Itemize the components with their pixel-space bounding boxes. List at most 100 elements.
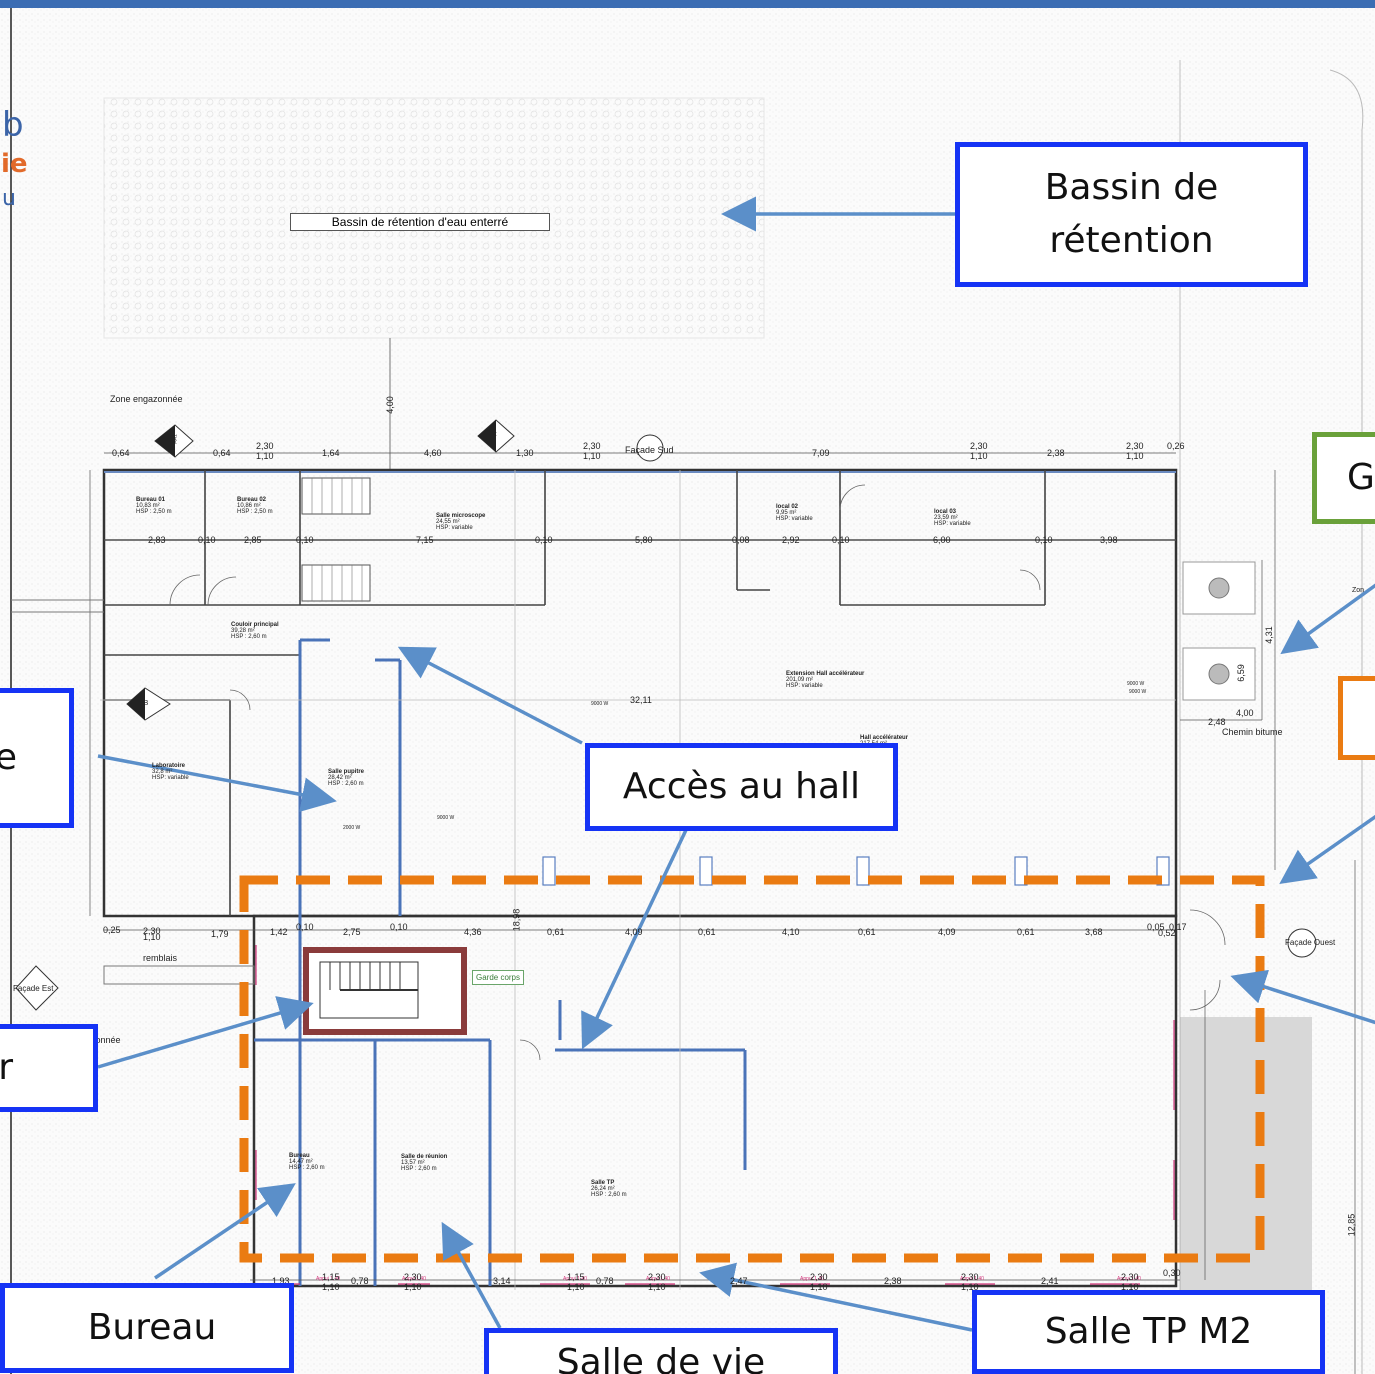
logo-fragment-2: ie (1, 149, 28, 179)
dimension-label: 1,10 (143, 932, 161, 942)
slide-top-bar (0, 0, 1375, 8)
dimension-label: 1,10 (322, 1282, 340, 1292)
zone-right-label: Zon (1352, 587, 1365, 594)
room-name: Laboratoire (152, 763, 186, 769)
dimension-label: 4,09 (938, 927, 956, 937)
dimension-label: 1,10 (583, 451, 601, 461)
room-area: 201,09 m² (786, 677, 814, 683)
dimension-label: 0,52 (1158, 928, 1176, 938)
dimension-label: 2,30 (143, 926, 161, 936)
extension-dashed-outline (239, 875, 1265, 1263)
dimension-label: 4,60 (424, 448, 442, 458)
room-area: 28,42 m² (328, 775, 352, 781)
logo-fragment-3: u (2, 186, 16, 211)
room-hsp: HSP : 2,60 m (328, 781, 364, 787)
dimension-label: 1,15 (567, 1272, 585, 1282)
dimension-label: 0,10 (1035, 535, 1053, 545)
room-name: Salle microscope (436, 513, 486, 519)
callout-left-top: e (0, 688, 74, 828)
dimension-label: 1,30 (516, 448, 534, 458)
facade-ouest-label: Façade Ouest (1285, 938, 1336, 947)
dimension-label: 2,48 (1208, 717, 1226, 727)
power-label: 9000 W (437, 815, 455, 821)
room-hsp: HSP: variable (152, 775, 189, 781)
dimension-label: 0,05 (1147, 922, 1165, 932)
room-name: Bureau 02 (237, 497, 267, 503)
room-hsp: HSP : 2,60 m (289, 1165, 325, 1171)
dimension-label: 2,47 (730, 1276, 748, 1286)
room-name: Salle TP (591, 1180, 615, 1186)
callout-salle-vie: Salle de vie (484, 1328, 838, 1374)
appui-label: Appui 1,40 (563, 1276, 587, 1282)
room-area: 39,28 m² (231, 628, 255, 634)
power-label: 2000 W (343, 825, 361, 831)
dimension-label: 2,30 (1121, 1272, 1139, 1282)
dimension-label: 2,30 (404, 1272, 422, 1282)
dimension-label: 2,38 (884, 1276, 902, 1286)
power-label: 9000 W (591, 701, 609, 707)
room-hsp: HSP : 2,50 m (237, 509, 273, 515)
dimension-label: 2,30 (810, 1272, 828, 1282)
room-hsp: HSP: variable (776, 516, 813, 522)
callout-bassin-retention: Bassin de rétention (955, 142, 1308, 287)
room-area: 9,95 m² (776, 510, 797, 516)
garde-corps-label: Garde corps (472, 970, 524, 985)
appui-label: Appui 1,40 (800, 1276, 824, 1282)
dimension-label: 2,30 (961, 1272, 979, 1282)
marker-bb: BB (139, 700, 149, 707)
room-area: 23,59 m² (934, 515, 958, 521)
dimension-label: 2,83 (148, 535, 166, 545)
dimension-label: 2,38 (1047, 448, 1065, 458)
room-area: 13,57 m² (401, 1160, 425, 1166)
dimension-label: 1,10 (810, 1282, 828, 1292)
dimension-label: 3,68 (1085, 927, 1103, 937)
dimension-label: 0,61 (698, 927, 716, 937)
dimension-label: 4,00 (1236, 708, 1254, 718)
appui-label: Appui 1,40 (316, 1276, 340, 1282)
dimension-label: 1,10 (1121, 1282, 1139, 1292)
room-hsp: HSP: variable (934, 521, 971, 527)
dimension-label: 1,10 (567, 1282, 585, 1292)
dimension-label: 1,64 (322, 448, 340, 458)
dimension-label: 3,14 (493, 1276, 511, 1286)
dimension-label: 1,10 (404, 1282, 422, 1292)
marker-a: A (492, 432, 499, 436)
dimension-label: 0,78 (351, 1276, 369, 1286)
zone-engazonnee-label: Zone engazonnée (110, 394, 183, 404)
callout-salle-tp-m2: Salle TP M2 (972, 1290, 1325, 1374)
dimension-label: 0,64 (213, 448, 231, 458)
dimension-label: 2,30 (648, 1272, 666, 1282)
room-name: Couloir principal (231, 622, 279, 628)
room-name: Bureau (289, 1153, 310, 1159)
appui-label: Appui 1,40 (1117, 1276, 1141, 1282)
dimension-label: 6,00 (933, 535, 951, 545)
facade-est-label: Façade Est (13, 984, 54, 993)
dimension-label: 0,61 (547, 927, 565, 937)
dimension-label: 1,10 (970, 451, 988, 461)
dimension-label: 0,10 (296, 922, 314, 932)
room-name: Hall accélérateur (860, 735, 909, 741)
dimension-label: 1,10 (648, 1282, 666, 1292)
dimension-label: 5,80 (635, 535, 653, 545)
dimension-label: 2,30 (583, 441, 601, 451)
dimension-label: 4,10 (782, 927, 800, 937)
room-name: local 03 (934, 509, 957, 515)
dimension-label: 2,30 (1126, 441, 1144, 451)
room-area: 10,86 m² (237, 503, 261, 509)
dimension-label: 4,09 (625, 927, 643, 937)
dimension-label: 0,10 (832, 535, 850, 545)
dimension-label: 32,11 (630, 695, 652, 705)
appui-label: Appui 1,40 (402, 1276, 426, 1282)
dimension-label: 1,42 (270, 927, 288, 937)
dimension-label: 0,17 (1169, 922, 1187, 932)
room-hsp: HSP : 2,60 m (401, 1166, 437, 1172)
dimension-label: 0,26 (1167, 441, 1185, 451)
room-name: Extension Hall accélérateur (786, 671, 865, 677)
dimension-label: 4,00 (384, 396, 395, 414)
callout-bureau: Bureau (0, 1283, 294, 1373)
power-label: 9000 W (1127, 681, 1145, 687)
room-name: Salle pupitre (328, 769, 365, 775)
dimension-label: 0,08 (732, 535, 750, 545)
facade-sud-label: Façade Sud (625, 445, 674, 455)
